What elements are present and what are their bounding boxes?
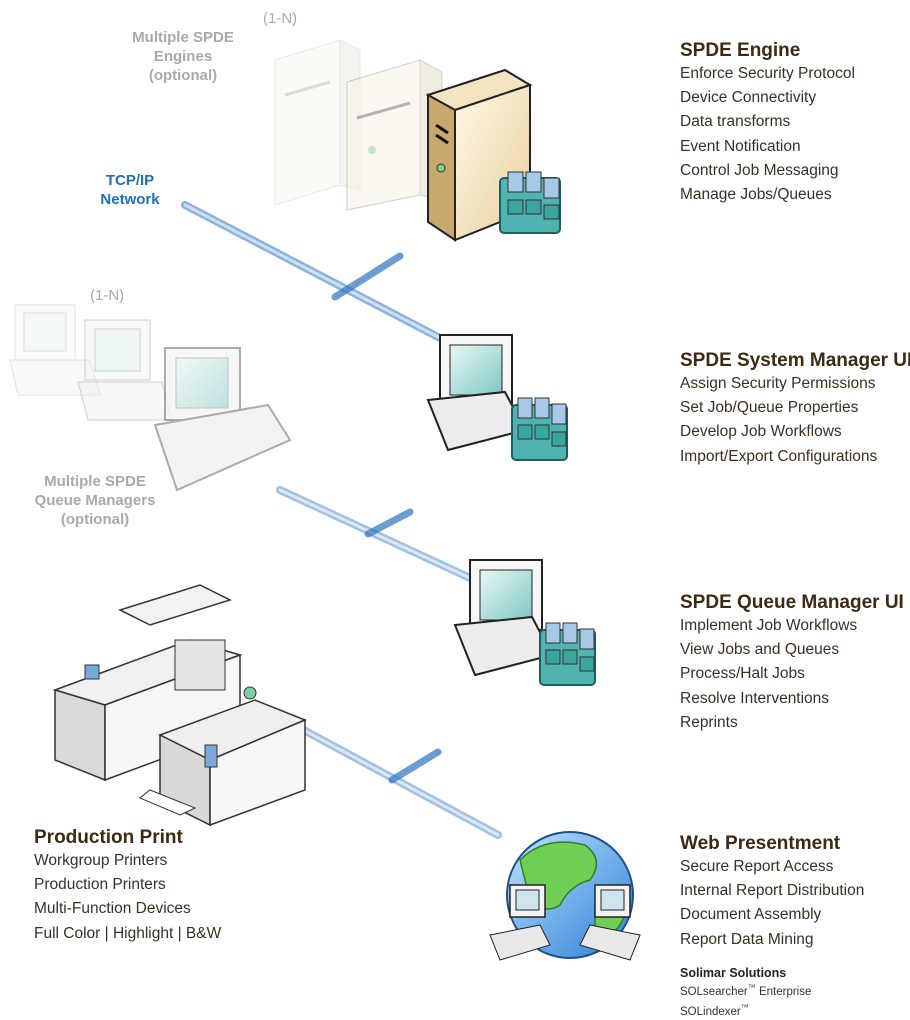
cube-cluster-icon <box>511 397 568 461</box>
faded-workstation-3 <box>153 347 292 492</box>
production-printers <box>52 584 307 827</box>
list-item: Enforce Security Protocol <box>680 65 855 82</box>
queue-manager-title: SPDE Queue Manager UI <box>680 592 904 613</box>
production-print-title: Production Print <box>34 827 183 848</box>
list-item: Multi-Function Devices <box>34 900 191 918</box>
list-item: Implement Job Workflows <box>680 617 858 634</box>
list-item: Document Assembly <box>680 906 822 924</box>
web-globe <box>489 831 641 961</box>
web-presentment-title: Web Presentment <box>680 833 841 854</box>
cube-cluster-icon <box>539 622 596 686</box>
list-item: Event Notification <box>680 137 801 155</box>
trademark-mark: ™ <box>747 983 756 992</box>
list-item: Set Job/Queue Properties <box>680 399 859 417</box>
list-item: View Jobs and Queues <box>680 641 840 659</box>
multiple-queue-managers-label: Multiple SPDE Queue Managers (optional) <box>34 473 156 528</box>
solimar-title: Solimar Solutions <box>680 966 787 980</box>
spde-engine-server <box>425 68 561 242</box>
cube-cluster-icon <box>499 171 561 234</box>
queue-managers-count-label: (1-N) <box>90 287 125 304</box>
spde-engine-section: SPDE Engine Enforce Security Protocol De… <box>680 40 855 207</box>
system-manager-features: Assign Security Permissions Set Job/Queu… <box>680 372 910 469</box>
product-solindexer: SOLindexer™ <box>680 1002 749 1018</box>
tcp-ip-network-label: TCP/IP Network <box>100 172 160 208</box>
client-computer-left <box>489 884 551 961</box>
web-presentment-section: Web Presentment Secure Report Access Int… <box>680 833 864 952</box>
list-item: Process/Halt Jobs <box>680 665 805 683</box>
list-item: Full Color | Highlight | B&W <box>34 924 222 942</box>
engines-count-label: (1-N) <box>263 10 298 27</box>
faded-workstation-2 <box>77 319 173 421</box>
system-manager-workstation <box>426 334 568 461</box>
list-item: Device Connectivity <box>680 89 817 107</box>
system-manager-section: SPDE System Manager UI Assign Security P… <box>680 350 910 469</box>
product-solsearcher: SOLsearcher™ Enterprise <box>680 983 812 998</box>
solimar-solutions-block: Solimar Solutions SOLsearcher™ Enterpris… <box>680 966 811 1020</box>
list-item: Resolve Interventions <box>680 689 830 707</box>
multiple-engines-label: Multiple SPDE Engines (optional) <box>132 29 234 84</box>
list-item: Workgroup Printers <box>34 852 168 869</box>
list-item: Secure Report Access <box>680 858 834 875</box>
list-item: Production Printers <box>34 876 166 894</box>
list-item: Control Job Messaging <box>680 161 839 179</box>
list-item: Develop Job Workflows <box>680 423 842 441</box>
list-item: Import/Export Configurations <box>680 447 878 465</box>
spde-engine-features: Enforce Security Protocol Device Connect… <box>680 62 855 207</box>
faded-workstation-1 <box>9 304 101 396</box>
list-item: Assign Security Permissions <box>680 375 876 392</box>
list-item: Internal Report Distribution <box>680 882 865 900</box>
web-presentment-features: Secure Report Access Internal Report Dis… <box>680 855 864 952</box>
list-item: Report Data Mining <box>680 930 814 948</box>
production-print-section: Production Print Workgroup Printers Prod… <box>34 827 221 946</box>
list-item: Reprints <box>680 713 738 731</box>
client-computer-right <box>579 884 641 961</box>
spde-engine-title: SPDE Engine <box>680 40 801 61</box>
system-manager-title: SPDE System Manager UI <box>680 350 910 371</box>
queue-manager-workstation <box>453 559 596 686</box>
queue-manager-section: SPDE Queue Manager UI Implement Job Work… <box>680 592 904 735</box>
production-print-features: Workgroup Printers Production Printers M… <box>34 849 221 946</box>
trademark-mark: ™ <box>740 1002 749 1012</box>
queue-manager-features: Implement Job Workflows View Jobs and Qu… <box>680 614 904 735</box>
network-lines <box>181 201 502 839</box>
list-item: Data transforms <box>680 113 791 131</box>
list-item: Manage Jobs/Queues <box>680 186 832 204</box>
